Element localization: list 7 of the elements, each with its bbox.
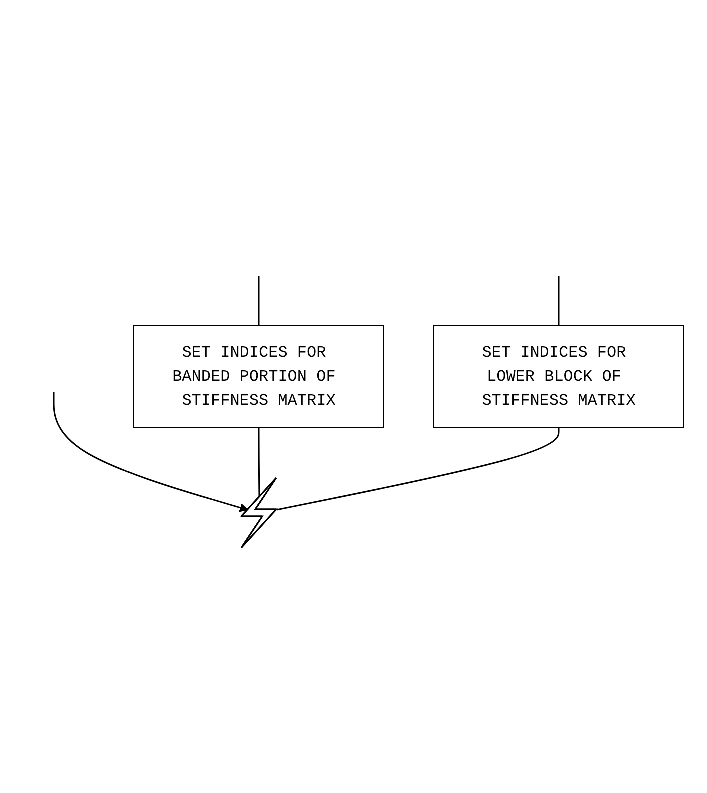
- connector: [558, 276, 560, 326]
- node-box: SET INDICES FOR LOWER BLOCK OF STIFFNESS MATRIX: [433, 325, 684, 428]
- node-box: SET INDICES FOR BANDED PORTION OF STIFFNESS MATRIX: [133, 325, 384, 428]
- connector: [276, 428, 560, 510]
- arrow: [52, 392, 248, 512]
- connector: [258, 428, 260, 498]
- connector: [258, 276, 260, 326]
